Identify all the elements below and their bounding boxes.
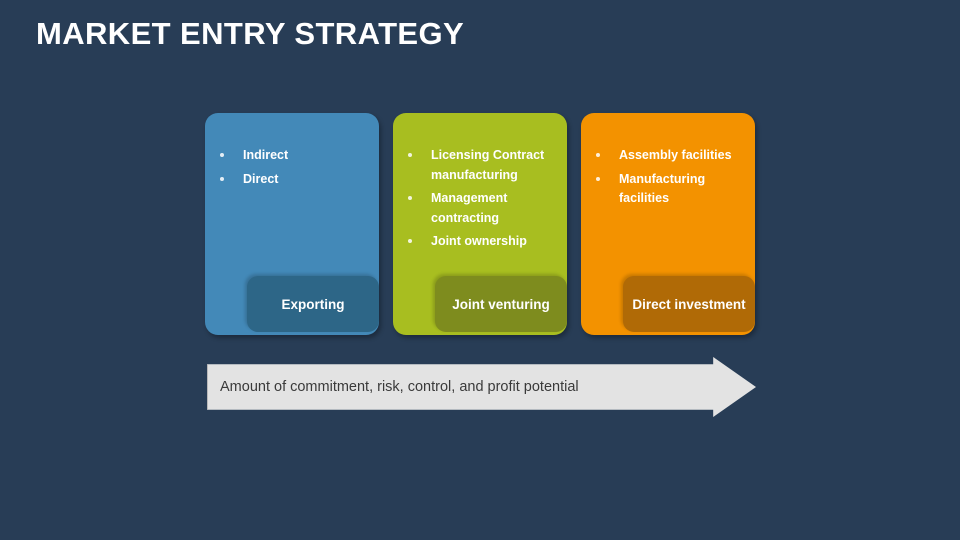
list-item: Joint ownership [401, 232, 559, 252]
bullet-dot-icon [220, 176, 224, 181]
list-item-label: Management contracting [431, 191, 508, 225]
list-item-label: Joint ownership [431, 234, 527, 248]
list-item: Manufacturing facilities [589, 170, 747, 209]
list-item-label: Assembly facilities [619, 148, 732, 162]
card-tab-label: Exporting [281, 296, 345, 312]
bullet-dot-icon [220, 153, 224, 157]
bullet-dot-icon [408, 239, 412, 243]
list-item: Assembly facilities [589, 146, 747, 166]
strategy-card-direct-investment[interactable]: Assembly facilities Manufacturing facili… [581, 113, 755, 335]
card-tab-label: Direct investment [632, 296, 746, 312]
card-tab-exporting[interactable]: Exporting [247, 276, 379, 332]
list-item-label: Direct [243, 171, 279, 186]
bullet-list: Indirect Direct [213, 146, 371, 193]
commitment-arrow-banner: Amount of commitment, risk, control, and… [207, 357, 756, 417]
card-tab-label: Joint venturing [452, 296, 550, 312]
list-item: Management contracting [401, 189, 559, 228]
card-tab-direct-investment[interactable]: Direct investment [623, 276, 755, 332]
bullet-dot-icon [596, 153, 600, 157]
strategy-card-exporting[interactable]: Indirect Direct Exporting [205, 113, 379, 335]
list-item-label: Licensing Contract manufacturing [431, 148, 545, 182]
list-item: Indirect [213, 146, 371, 166]
bullet-dot-icon [596, 176, 600, 181]
bullet-dot-icon [408, 153, 412, 157]
bullet-list: Assembly facilities Manufacturing facili… [589, 146, 747, 213]
list-item-label: Indirect [243, 148, 289, 162]
card-tab-joint-venturing[interactable]: Joint venturing [435, 276, 567, 332]
strategy-card-joint-venturing[interactable]: Licensing Contract manufacturing Managem… [393, 113, 567, 335]
list-item: Licensing Contract manufacturing [401, 146, 559, 185]
arrow-caption: Amount of commitment, risk, control, and… [220, 379, 579, 395]
list-item-label: Manufacturing facilities [619, 171, 706, 206]
page-title: MARKET ENTRY STRATEGY [36, 16, 465, 51]
strategy-card-group: Indirect Direct Exporting Licensing Cont… [205, 113, 757, 335]
bullet-list: Licensing Contract manufacturing Managem… [401, 146, 559, 256]
bullet-dot-icon [408, 196, 412, 200]
list-item: Direct [213, 170, 371, 190]
